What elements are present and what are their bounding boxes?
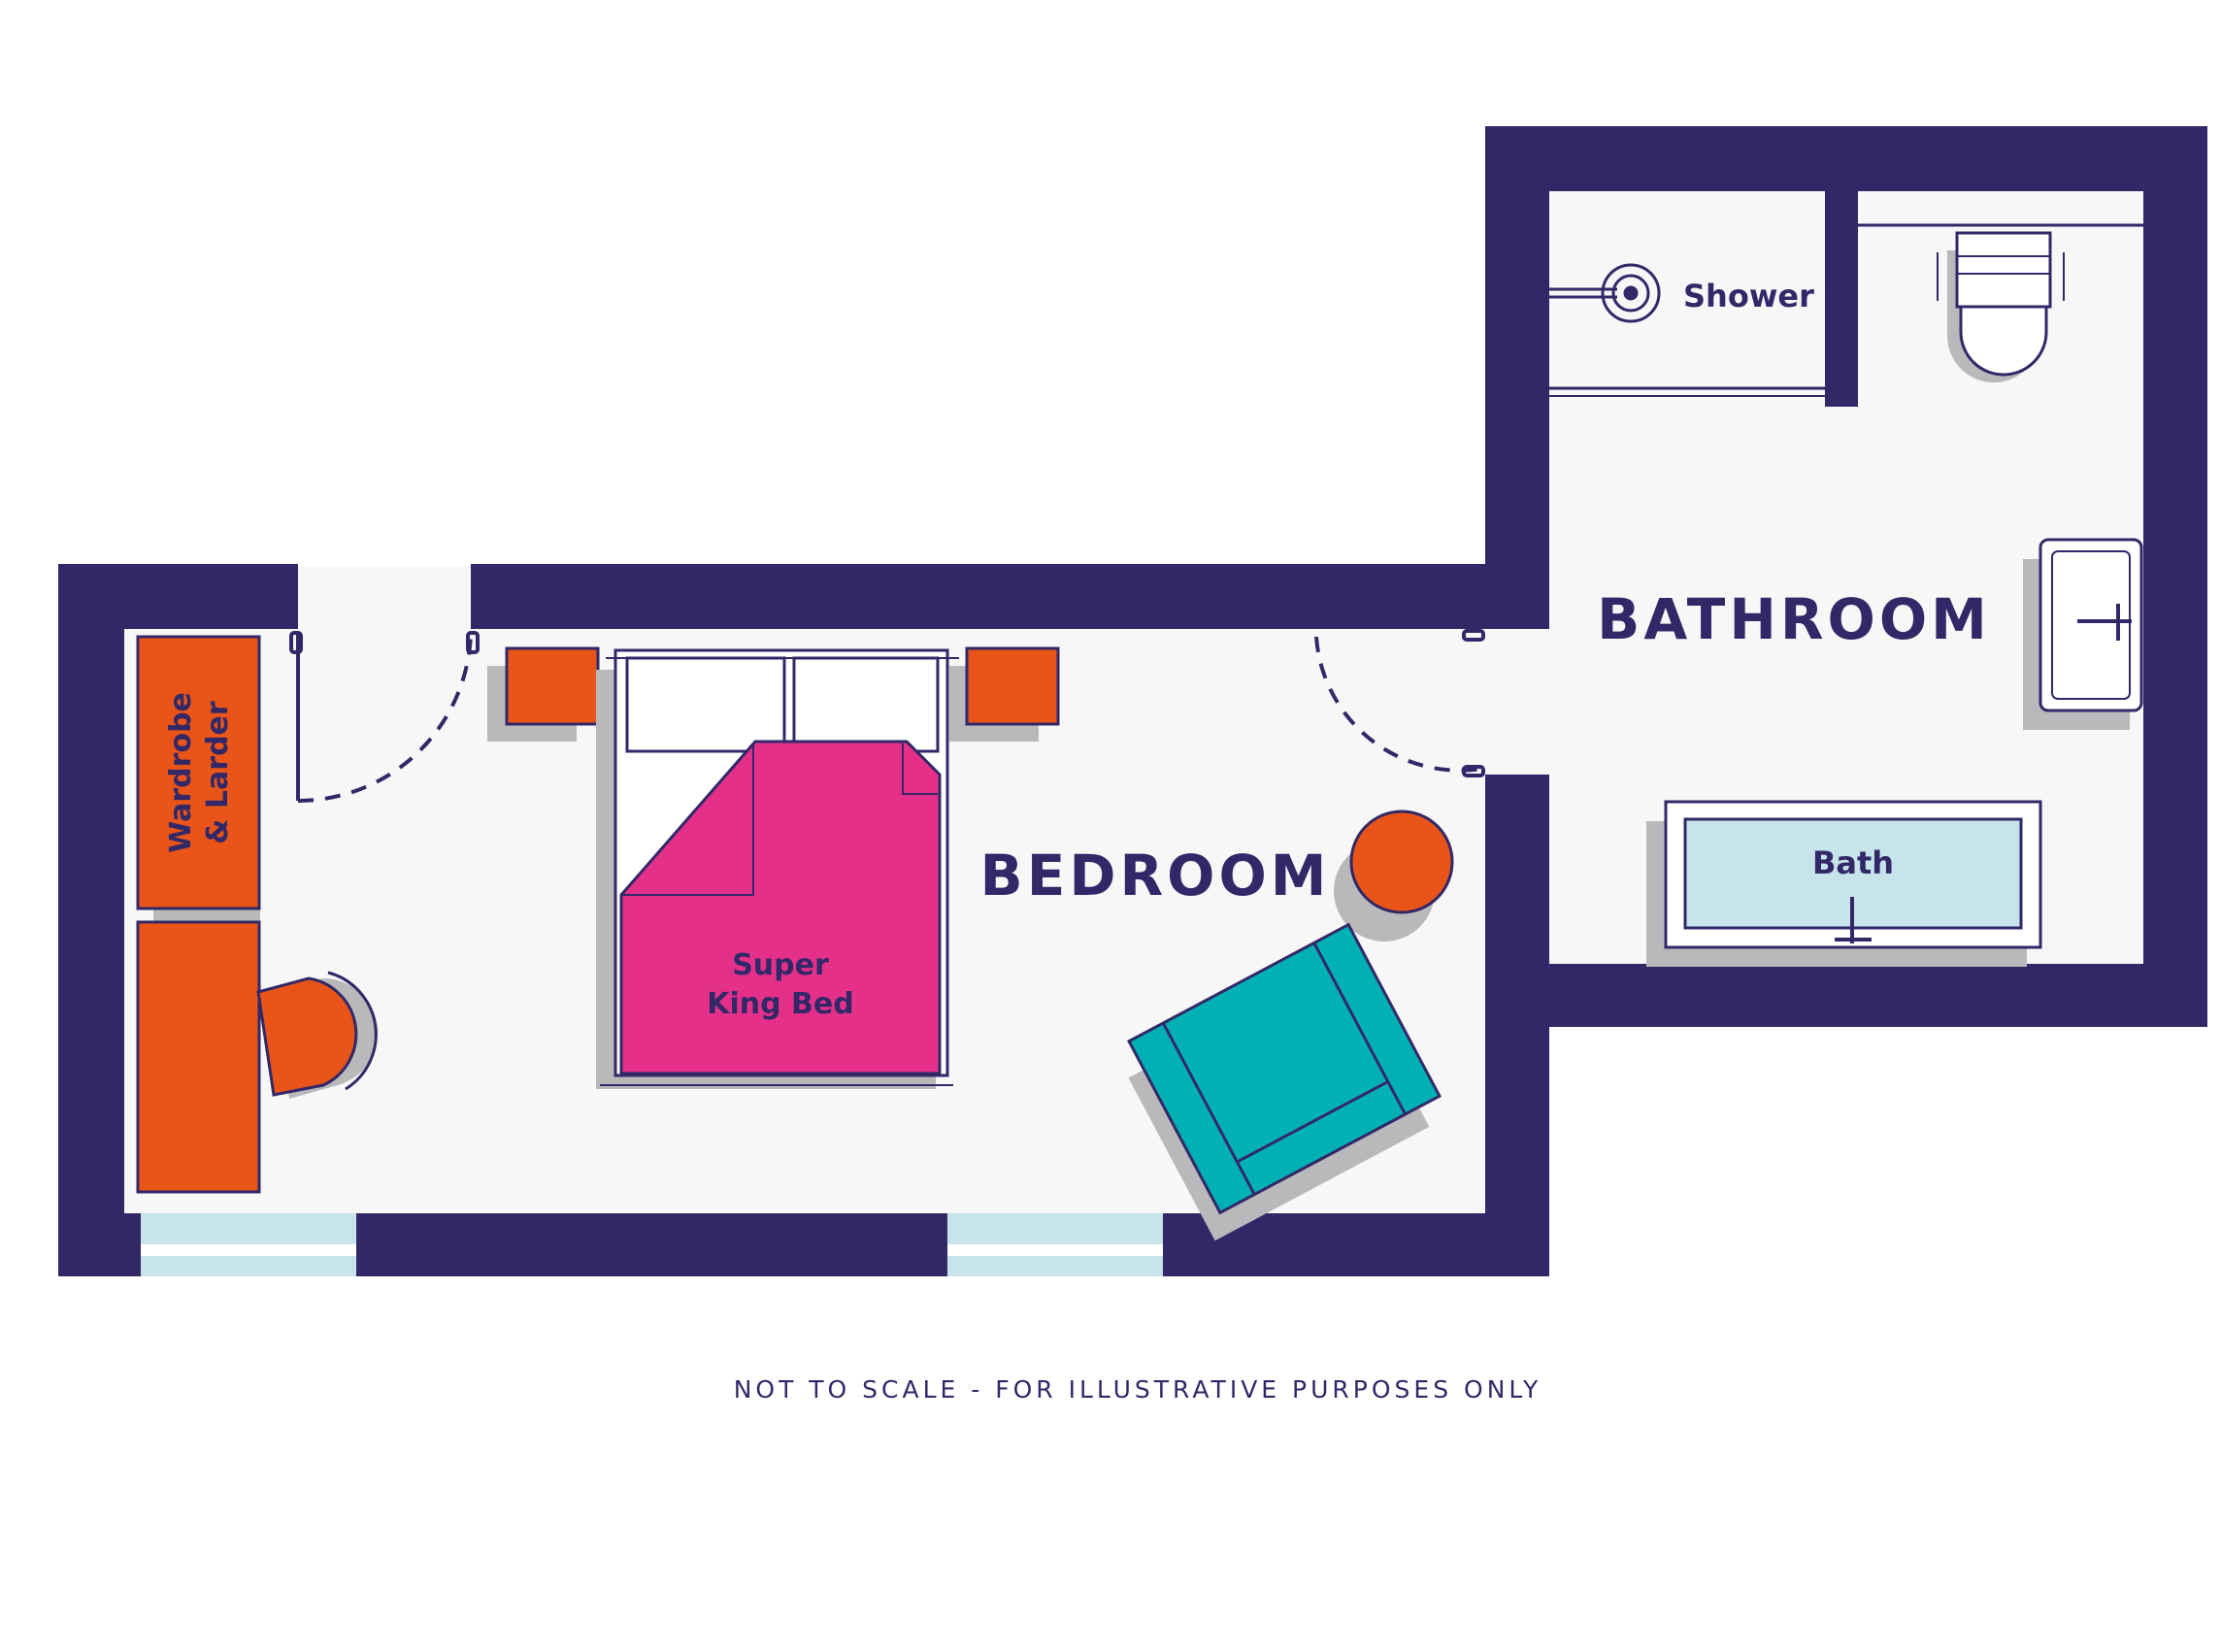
wall-bathroom-bottom [1485, 964, 2207, 1027]
wall-bathroom-lower-left [1485, 964, 1549, 1276]
desk [136, 920, 261, 1194]
window-right [947, 1213, 1163, 1276]
armchair-icon [1127, 922, 1442, 1241]
sink-icon [2023, 538, 2143, 730]
entry-door-swing-icon [289, 631, 480, 803]
wall-shower-partition [1825, 191, 1858, 407]
wardrobe-larder: Wardrobe & Larder [136, 635, 261, 925]
bedroom-label: BEDROOM [980, 843, 1331, 909]
bathroom-door-swing-icon [1314, 629, 1485, 777]
pillow-left [625, 656, 786, 753]
wall-bathroom-left [1485, 126, 1549, 629]
bedside-table-left [487, 646, 600, 742]
toilet-icon [1858, 223, 2143, 382]
tap-icon [1835, 897, 1872, 943]
stool-icon [1334, 809, 1454, 942]
bedside-table-right [949, 646, 1060, 742]
wall-bedroom-bottom-a [58, 1213, 141, 1276]
bathroom-label: BATHROOM [1597, 586, 1991, 652]
walls [58, 126, 2207, 1276]
shower-label: Shower [1683, 278, 1814, 314]
desk-chair-icon [256, 971, 379, 1099]
shower-area: Shower [1549, 263, 1825, 397]
wardrobe-label-line1: Wardrobe [164, 692, 198, 853]
windows [141, 1213, 1163, 1276]
bath-label: Bath [1812, 844, 1894, 881]
bed-label-line1: Super [732, 948, 829, 982]
bed-label-line2: King Bed [707, 987, 854, 1021]
wall-bedroom-bottom-b [356, 1213, 947, 1276]
sink-tap-icon [2077, 604, 2132, 641]
wall-bathroom-right [2143, 126, 2207, 1027]
wardrobe-label-line2: & Larder [201, 701, 235, 844]
bath: Bath [1646, 800, 2042, 967]
shower-head-icon [1549, 263, 1661, 323]
super-king-bed: Super King Bed [596, 648, 959, 1089]
wall-bedroom-top-right [471, 564, 1549, 629]
wall-bedroom-left [58, 564, 124, 1276]
window-left [141, 1213, 356, 1276]
pillow-right [792, 656, 940, 753]
connecting-floor [1475, 629, 1563, 775]
footer-note: NOT TO SCALE - FOR ILLUSTRATIVE PURPOSES… [734, 1375, 1542, 1404]
wall-bathroom-top [1485, 126, 2207, 191]
entry-floor [298, 566, 471, 634]
